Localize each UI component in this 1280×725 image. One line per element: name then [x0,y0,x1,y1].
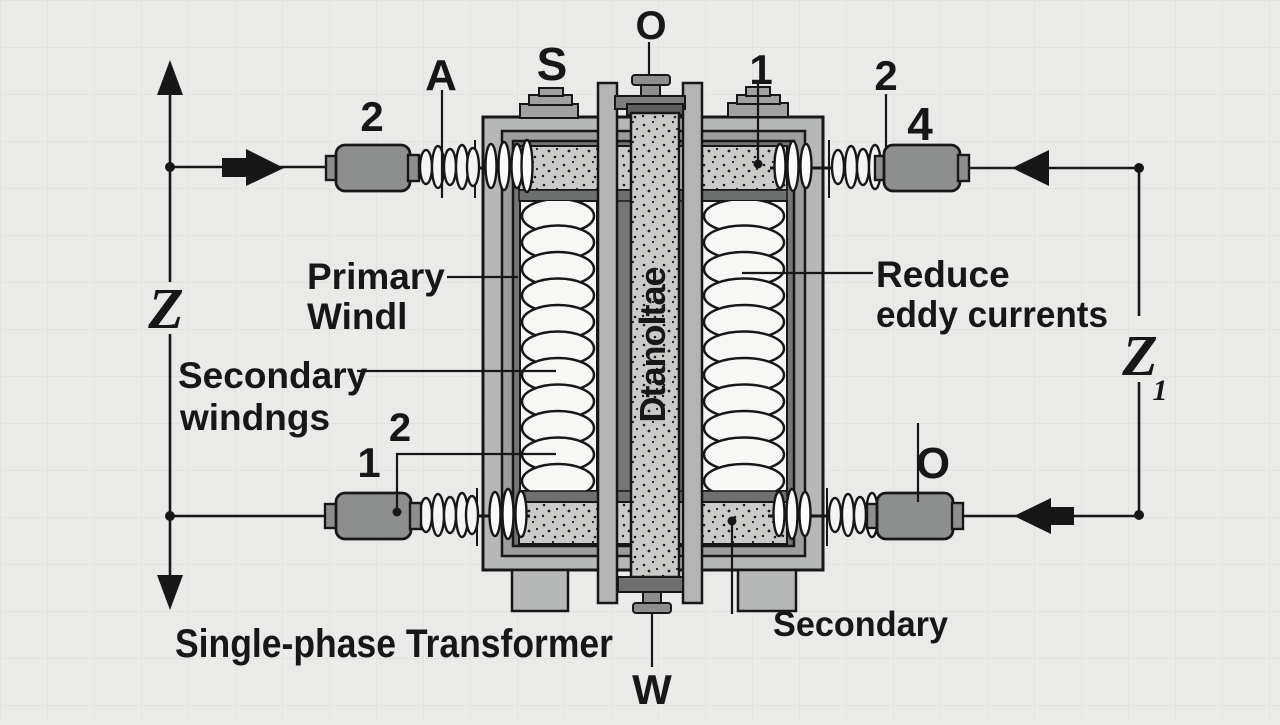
label-top-right-4: 4 [907,98,933,150]
insulator-disc [786,139,800,193]
terminal-assembly [323,487,530,546]
current-arrow-left-icon [1014,498,1051,534]
label-secondary-1: Secondary [178,355,368,396]
label-z-right-sub: 1 [1153,374,1168,407]
right-voltage-rail [1134,163,1144,520]
current-arrow-tail [222,158,246,177]
label-top-right-2: 2 [874,52,897,99]
connector-body [334,143,412,193]
top-terminal-bolt [631,42,671,97]
right-foot [736,568,798,613]
spring-loop [852,495,868,535]
label-primary-1: Primary [307,256,445,297]
spring-loop [430,492,446,538]
left-foot [510,568,570,613]
spring-loop [465,146,481,188]
labels: 2 A S O 1 2 4 Z Primary Windl Secondary … [147,4,1167,713]
terminal-assembly [770,139,971,198]
core-bottom-cap [617,576,684,593]
label-w: W [632,666,672,713]
circuit-wires [170,149,1139,534]
insulator-disc [520,138,534,194]
core-vertical-text: Dtanoltae [632,267,673,422]
connector-end-cap [408,501,423,531]
bottom-terminal-bolt [632,591,672,667]
insulator-disc [488,490,502,538]
connector-body [875,491,955,541]
insulator-disc [497,140,511,192]
label-bottom-left-2: 2 [389,406,411,450]
insulator-disc [514,489,528,539]
label-reduce-1: Reduce [876,254,1010,295]
connector-body [334,491,413,541]
right-core-limb [681,81,704,605]
secondary-winding-coil [702,201,786,491]
label-bottom-right-o: O [916,439,950,488]
terminal-assembly [324,138,534,198]
insulator-disc [799,142,813,190]
label-top-o: O [635,4,666,48]
primary-winding-coil [520,201,596,491]
spring-loop [843,144,859,190]
connector-end-cap [956,153,971,183]
spring-loop [855,147,871,187]
up-arrow-icon [157,60,183,95]
label-top-left-2: 2 [360,93,383,140]
coil-loop [520,462,596,491]
spring-loop [442,495,458,535]
label-z-right: Z [1121,323,1157,388]
spring-loop [840,492,856,538]
terminal-assemblies [323,138,971,546]
spring-loop [442,147,458,187]
insulator-disc [798,490,812,538]
label-s: S [537,38,568,90]
label-bottom-left-1: 1 [357,439,380,486]
insulator-disc [773,142,787,190]
leader-lines [357,82,920,614]
diagram-title: Single-phase Transformer [175,622,613,666]
label-reduce-2: eddy currents [876,294,1108,335]
label-bottom-secondary: Secondary [773,605,949,644]
connector-body [882,143,962,193]
current-arrow-left-icon [1012,150,1049,186]
transformer-body [481,42,825,667]
left-core-limb [596,81,619,605]
label-z-left: Z [147,276,183,341]
down-arrow-icon [157,575,183,610]
current-arrow-right-icon [246,149,284,186]
left-bushing [519,87,579,119]
spring-loop [830,148,846,186]
label-secondary-2: windngs [179,397,330,438]
insulator-disc [785,487,799,541]
spring-loop [827,496,843,534]
spring-loop [418,148,434,186]
insulator-disc [501,487,515,541]
connector-end-cap [406,153,421,183]
current-arrow-tail [1051,507,1074,525]
label-top-1: 1 [749,46,772,93]
insulator-disc [484,142,498,190]
label-a: A [425,51,457,100]
coil-loop [702,462,786,491]
insulator-disc [772,490,786,538]
terminal-assembly [768,487,965,546]
label-primary-2: Windl [307,296,407,337]
spring-loop [464,494,480,536]
connector-end-cap [950,501,965,531]
